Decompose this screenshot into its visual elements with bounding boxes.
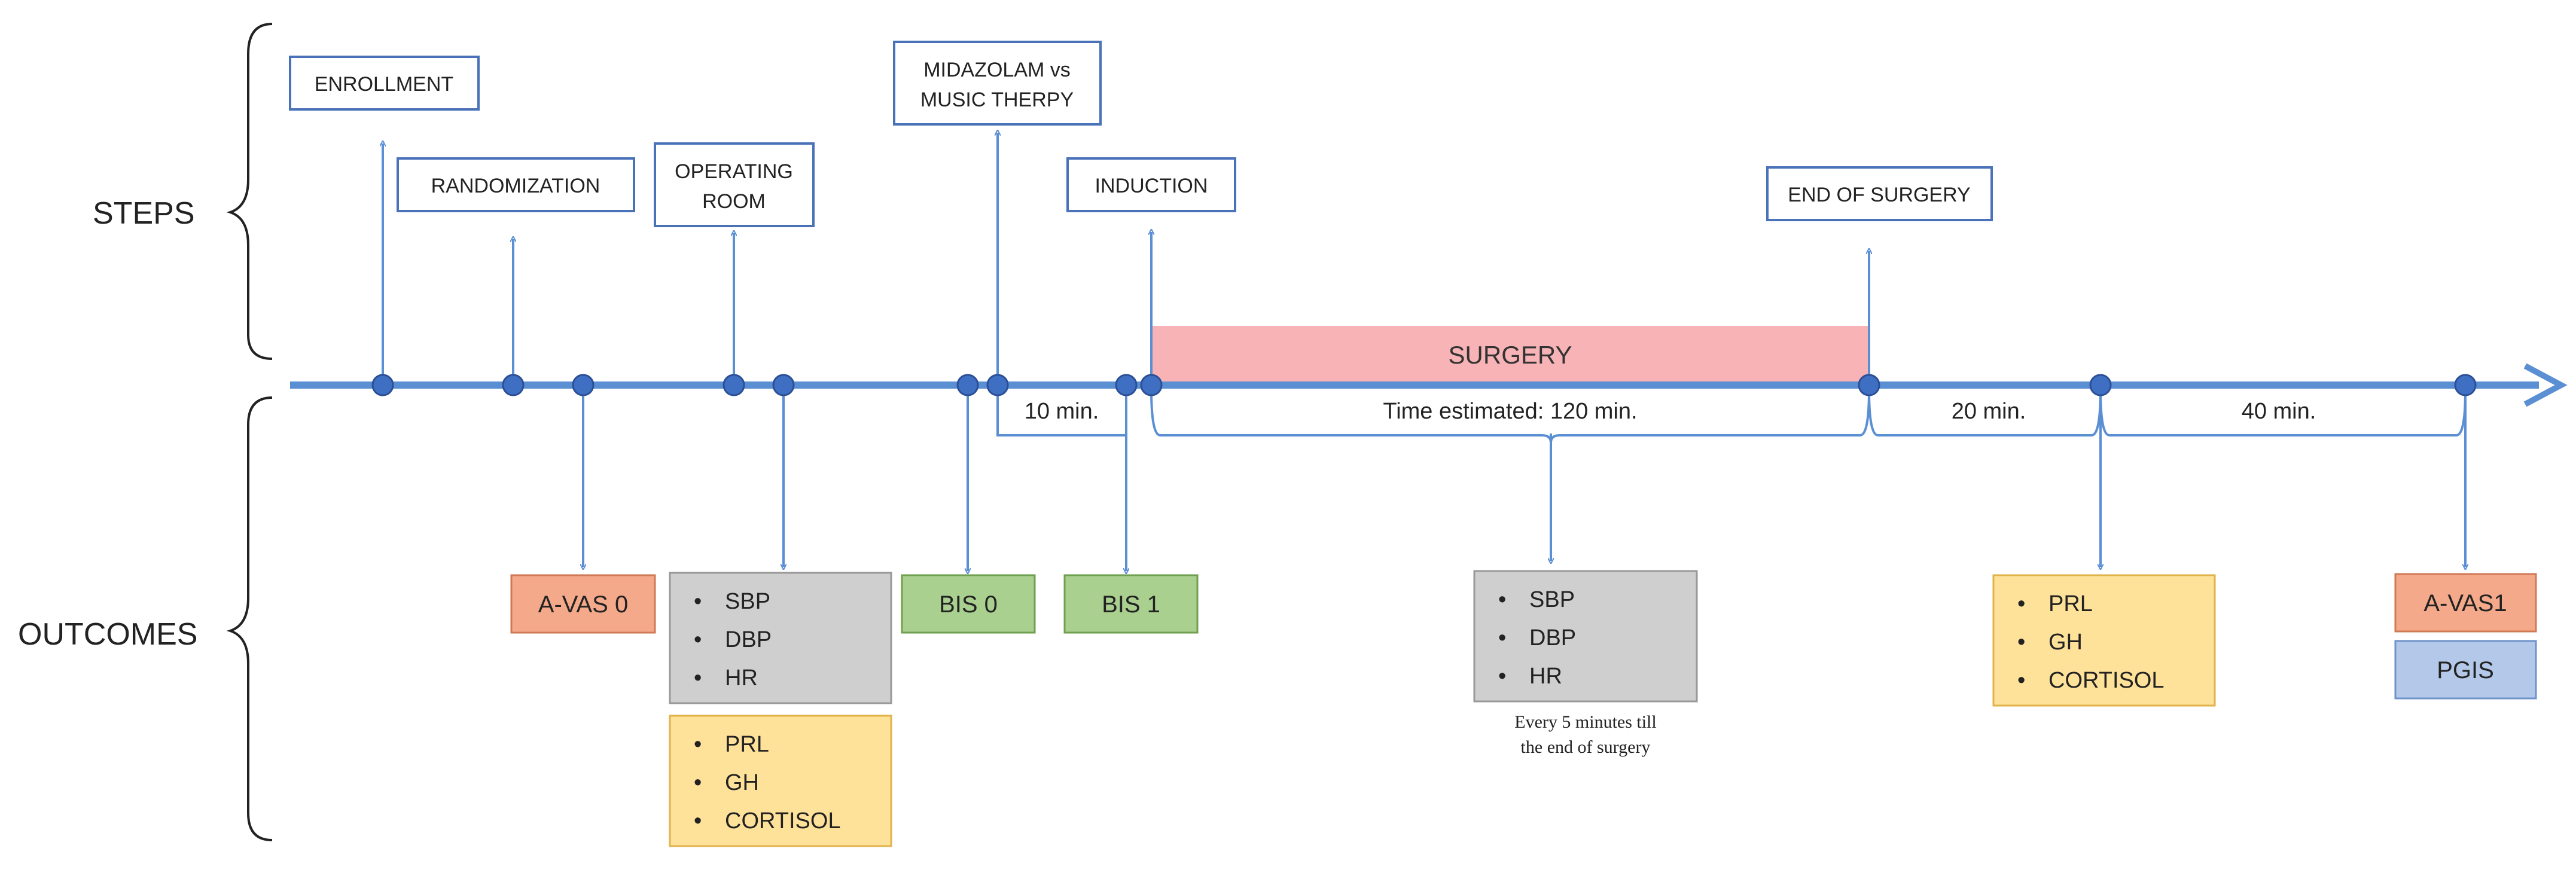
step-box-enrollment <box>289 56 480 111</box>
timeline-dot-bis0 <box>956 374 979 396</box>
outcome-bis0-box <box>901 574 1036 634</box>
surgery-bar <box>1151 326 1869 384</box>
hormones1-bullet-3: • <box>694 808 702 834</box>
timeline-dot-induction <box>1140 374 1163 396</box>
hormones1-bullet-1: • <box>694 732 702 757</box>
bracket-10min <box>996 390 1127 436</box>
outcome-avas1: A-VAS1 <box>2423 590 2507 616</box>
timeline-dot-avas1 <box>2454 374 2477 396</box>
step-box-induction <box>1066 157 1236 212</box>
vitals2-item-2: DBP <box>1529 625 1576 651</box>
hormones2-bullet-2: • <box>2017 630 2025 655</box>
hormones2-item-2: GH <box>2048 630 2083 655</box>
timeline-dot-bis1 <box>1115 374 1138 396</box>
vitals1-bullet-3: • <box>694 666 702 691</box>
outcome-hormones1-box <box>669 715 892 847</box>
step-operating-room-line2: ROOM <box>702 190 766 213</box>
outcome-vitals2-box <box>1473 570 1698 703</box>
timeline-dot-avas0 <box>572 374 595 396</box>
steps-label: STEPS <box>93 196 195 231</box>
outcome-pgis-box <box>2394 640 2537 700</box>
step-randomization: RANDOMIZATION <box>431 175 600 197</box>
step-enrollment: ENROLLMENT <box>315 73 453 96</box>
timeline-arrowhead <box>2523 363 2568 407</box>
outcome-avas0: A-VAS 0 <box>538 591 628 618</box>
outcome-bis1: BIS 1 <box>1102 591 1160 618</box>
timeline-dot-vitals1 <box>772 374 795 396</box>
vitals2-item-3: HR <box>1529 664 1562 689</box>
step-operating-room-line1: OPERATING <box>675 160 793 183</box>
bracket-20min <box>1868 389 2102 436</box>
outcome-bis0: BIS 0 <box>939 591 998 618</box>
outcome-bis1-box <box>1063 574 1199 634</box>
outcomes-brace <box>226 396 273 841</box>
step-box-end-of-surgery <box>1766 166 1993 221</box>
vitals2-note-line1: Every 5 minutes till <box>1514 712 1656 732</box>
duration-20min: 20 min. <box>1952 399 2026 424</box>
vitals1-item-2: DBP <box>725 627 772 652</box>
vitals1-item-3: HR <box>725 666 758 691</box>
vitals2-bullet-3: • <box>1498 664 1506 689</box>
bracket-40min <box>2099 389 2467 436</box>
hormones1-item-1: PRL <box>725 732 769 757</box>
duration-10min: 10 min. <box>1025 399 1099 424</box>
vitals2-item-1: SBP <box>1529 587 1575 612</box>
vitals1-bullet-2: • <box>694 627 702 652</box>
timeline-dot-enrollment <box>371 374 394 396</box>
vitals1-item-1: SBP <box>725 589 770 614</box>
vitals2-bullet-2: • <box>1498 625 1506 651</box>
hormones2-bullet-3: • <box>2017 668 2025 693</box>
duration-120min: Time estimated: 120 min. <box>1383 399 1637 424</box>
hormones2-bullet-1: • <box>2017 591 2025 616</box>
timeline-dot-intervention <box>986 374 1009 396</box>
step-intervention-line2: MUSIC THERPY <box>920 88 1074 111</box>
timeline-dot-end-of-surgery <box>1858 374 1880 396</box>
timeline-dot-hormones2 <box>2089 374 2112 396</box>
step-box-operating-room <box>654 142 815 227</box>
step-induction: INDUCTION <box>1095 175 1208 197</box>
vitals2-note-line2: the end of surgery <box>1521 737 1651 757</box>
duration-40min: 40 min. <box>2242 399 2316 424</box>
hormones2-item-1: PRL <box>2048 591 2093 616</box>
step-end-of-surgery: END OF SURGERY <box>1788 184 1970 206</box>
hormones1-bullet-2: • <box>694 770 702 795</box>
surgery-label: SURGERY <box>1449 341 1572 369</box>
hormones1-item-2: GH <box>725 770 759 795</box>
vitals1-bullet-1: • <box>694 589 702 614</box>
outcome-pgis: PGIS <box>2437 657 2494 683</box>
step-intervention-line1: MIDAZOLAM vs <box>923 59 1071 81</box>
steps-brace <box>226 23 273 360</box>
bracket-120min <box>1150 389 1870 443</box>
timeline-dot-randomization <box>502 374 525 396</box>
outcome-hormones2-box <box>1992 574 2216 707</box>
vitals2-bullet-1: • <box>1498 587 1506 612</box>
step-box-randomization <box>397 157 635 212</box>
outcomes-label: OUTCOMES <box>18 617 197 652</box>
outcome-vitals1-box <box>669 572 892 704</box>
outcome-avas1-box <box>2394 573 2537 633</box>
outcome-avas0-box <box>510 574 656 634</box>
hormones1-item-3: CORTISOL <box>725 808 841 834</box>
timeline-dot-operating-room <box>723 374 745 396</box>
hormones2-item-3: CORTISOL <box>2048 668 2165 693</box>
step-box-intervention <box>893 41 1102 126</box>
